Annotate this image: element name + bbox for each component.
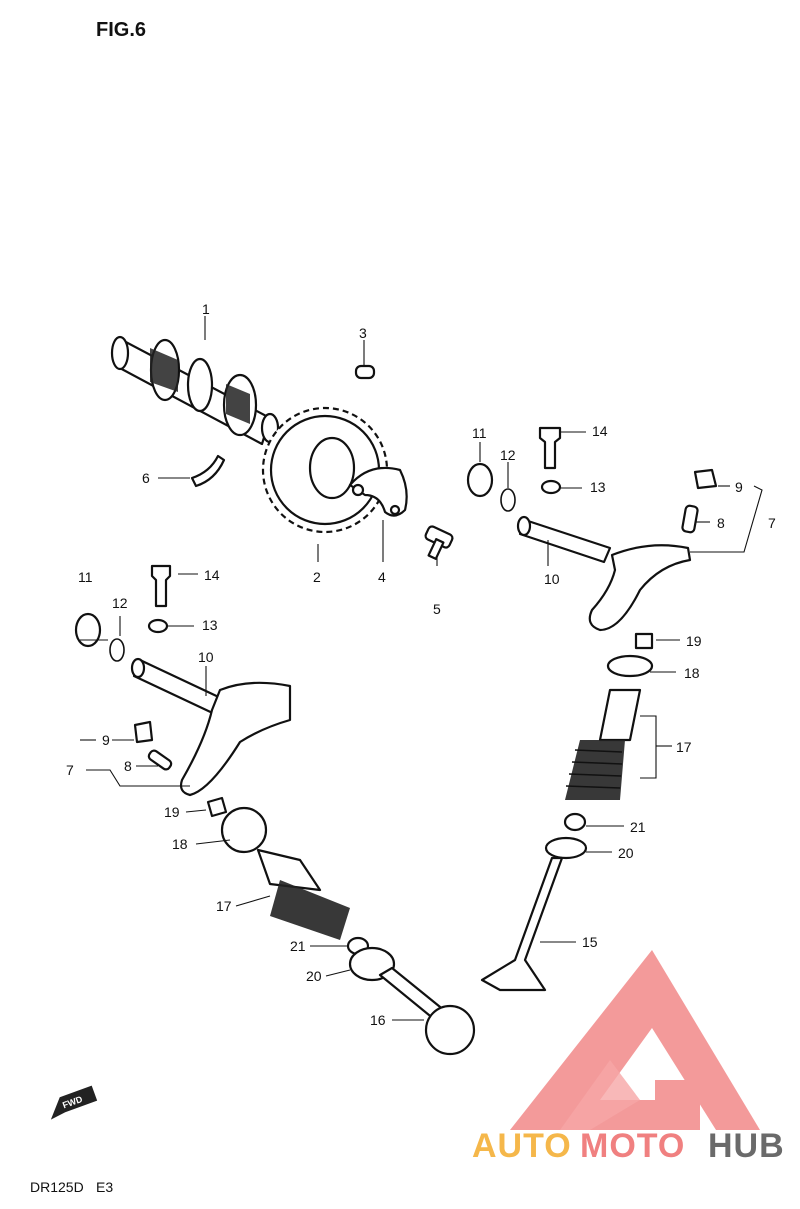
- label-10-left: 10: [198, 649, 214, 665]
- label-16: 16: [370, 1012, 386, 1028]
- cam-sprocket: [261, 406, 389, 534]
- label-9-right: 9: [735, 479, 743, 495]
- label-18-left: 18: [172, 836, 188, 852]
- logo-text-moto: MOTO: [580, 1127, 685, 1165]
- label-11-right: 11: [472, 425, 487, 441]
- model-code: DR125D: [30, 1179, 84, 1195]
- region-code: E3: [96, 1179, 113, 1195]
- label-5: 5: [433, 601, 441, 617]
- label-7-right: 7: [768, 515, 776, 531]
- logo-triangle-icon: [510, 950, 760, 1130]
- sprocket-bolt: [424, 525, 454, 560]
- leader-lines: [80, 316, 763, 1021]
- label-3: 3: [359, 325, 367, 341]
- pin: [190, 454, 226, 488]
- label-6: 6: [142, 470, 150, 486]
- label-13-left: 13: [202, 617, 218, 633]
- label-20-left: 20: [306, 968, 322, 984]
- label-8-left: 8: [124, 758, 132, 774]
- label-19-left: 19: [164, 804, 180, 820]
- logo-text-hub: HUB: [708, 1127, 785, 1165]
- left-valve-train: [206, 796, 476, 1056]
- label-4: 4: [378, 569, 386, 585]
- label-13-right: 13: [590, 479, 606, 495]
- label-21-right: 21: [630, 819, 646, 835]
- label-8-right: 8: [717, 515, 725, 531]
- label-7-left: 7: [66, 762, 74, 778]
- camshaft: [110, 335, 280, 446]
- label-17-left: 17: [216, 898, 232, 914]
- fwd-arrow: FWD: [50, 1085, 98, 1120]
- label-18-right: 18: [684, 665, 700, 681]
- right-rocker-assembly: [466, 426, 718, 632]
- label-15: 15: [582, 934, 598, 950]
- label-12-left: 12: [112, 595, 128, 611]
- sprocket-plate: [348, 466, 408, 517]
- left-rocker-assembly: [74, 564, 292, 797]
- figure-title: FIG.6: [96, 19, 146, 41]
- label-14-left: 14: [204, 567, 220, 583]
- logo-text-auto: AUTO: [472, 1127, 572, 1165]
- right-valve-train: [480, 632, 654, 992]
- label-14-right: 14: [592, 423, 608, 439]
- dowel-pin: [354, 364, 376, 380]
- label-21-left: 21: [290, 938, 306, 954]
- label-12-right: 12: [500, 447, 516, 463]
- automotohub-logo: AUTO MOTO HUB: [472, 950, 785, 1165]
- label-17-right: 17: [676, 739, 692, 755]
- label-11-left: 11: [78, 569, 93, 585]
- label-10-right: 10: [544, 571, 560, 587]
- part-labels: 1 3 6 2 4 5 11 12 14 13 10 9 8 7 11 12 1…: [66, 301, 776, 1028]
- label-1: 1: [202, 301, 210, 317]
- label-19-right: 19: [686, 633, 702, 649]
- label-20-right: 20: [618, 845, 634, 861]
- label-9-left: 9: [102, 732, 110, 748]
- label-2: 2: [313, 569, 321, 585]
